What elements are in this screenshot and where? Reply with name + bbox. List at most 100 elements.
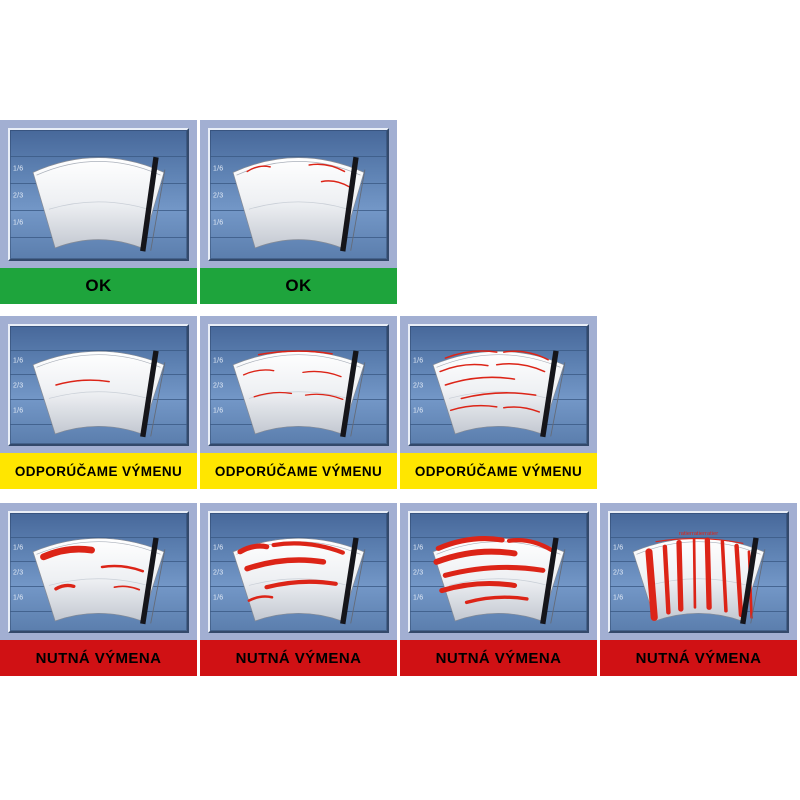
wiper-blade-icon <box>140 537 159 625</box>
windshield-fan-graphic: ratierratierratier <box>632 531 766 625</box>
smear-marks <box>645 537 753 621</box>
sweep-trace-arc <box>448 578 549 586</box>
scale-label: 1/6 <box>613 544 624 552</box>
status-label: NUTNÁ VÝMENA <box>235 649 362 667</box>
status-label: ODPORÚČAME VÝMENU <box>214 463 383 479</box>
scale-label: 1/6 <box>213 594 224 602</box>
scale-label: 1/6 <box>213 544 224 552</box>
grid-line <box>410 349 587 351</box>
scale-label: 1/6 <box>613 594 624 602</box>
scale-label: 1/6 <box>13 407 24 415</box>
wiper-blade-icon <box>140 350 159 438</box>
sweep-trace-arc <box>248 201 349 210</box>
status-label: ODPORÚČAME VÝMENU <box>414 463 583 479</box>
scale-label: 1/6 <box>413 544 424 552</box>
status-label: NUTNÁ VÝMENA <box>35 649 162 667</box>
sweep-trace-arc <box>48 391 149 399</box>
status-label: NUTNÁ VÝMENA <box>435 649 562 667</box>
wiper-blade-icon <box>340 537 359 625</box>
smear-marks <box>433 536 554 605</box>
grid-line <box>210 536 387 538</box>
status-bar-recommend: ODPORÚČAME VÝMENU <box>0 453 197 489</box>
wiper-blade-icon <box>340 350 359 438</box>
windshield-test-screen: 1/6 2/3 1/6 <box>8 128 189 261</box>
wiper-arm-shadow <box>550 362 566 437</box>
windshield-fan-graphic <box>32 350 166 438</box>
scale-label: 2/3 <box>413 382 424 390</box>
status-bar-ok: OK <box>0 268 197 304</box>
wiper-blade-icon <box>540 537 559 625</box>
scale-label: 1/6 <box>13 544 24 552</box>
screen-frame: 1/6 2/3 1/6 ratierratierratier <box>600 503 797 640</box>
scale-label: 2/3 <box>613 569 624 577</box>
windshield-fan-graphic <box>232 156 366 252</box>
scale-label: 1/6 <box>13 357 24 365</box>
scale-label: 1/6 <box>413 594 424 602</box>
grid-line <box>210 349 387 351</box>
status-label: OK <box>85 276 112 295</box>
grid-line <box>210 155 387 157</box>
smear-marks <box>242 350 344 401</box>
scale-label: 1/6 <box>213 357 224 365</box>
sweep-trace-arc <box>48 201 149 210</box>
sweep-top-arc <box>236 354 361 368</box>
scale-label: 2/3 <box>13 382 24 390</box>
scale-label: 1/6 <box>13 165 24 173</box>
wiper-arm-shadow <box>150 169 166 251</box>
status-bar-replace: NUTNÁ VÝMENA <box>200 640 397 676</box>
wiper-blade-icon <box>540 350 559 438</box>
status-bar-replace: NUTNÁ VÝMENA <box>0 640 197 676</box>
row-replace: 1/6 2/3 1/6 NUTNÁ VÝMENA <box>0 503 797 676</box>
windshield-fan-graphic <box>32 156 166 252</box>
windshield-test-screen: 1/6 2/3 1/6 <box>408 511 589 633</box>
scale-label: 2/3 <box>13 192 24 200</box>
wiper-blade-icon <box>140 156 159 252</box>
wiper-panel-replace-3: 1/6 2/3 1/6 NUTNÁ VÝMENA <box>400 503 597 676</box>
scale-label: 2/3 <box>213 382 224 390</box>
wiper-panel-replace-2: 1/6 2/3 1/6 NUTNÁ VÝMENA <box>200 503 397 676</box>
windshield-test-screen: 1/6 2/3 1/6 <box>8 324 189 446</box>
wiper-panel-ok-1: 1/6 2/3 1/6 OK <box>0 120 197 304</box>
wiper-arm-shadow <box>350 362 366 437</box>
smear-marks <box>439 350 549 413</box>
scale-label: 1/6 <box>13 594 24 602</box>
scale-label: 1/6 <box>13 219 24 227</box>
scale-label: 2/3 <box>413 569 424 577</box>
windshield-test-screen: 1/6 2/3 1/6 ratierratierratier <box>608 511 789 633</box>
status-label: OK <box>285 276 312 295</box>
smear-marks <box>237 541 345 602</box>
wiper-panel-replace-4: 1/6 2/3 1/6 ratierratierratier NUTNÁ VÝMEN… <box>600 503 797 676</box>
wiper-panel-recommend-1: 1/6 2/3 1/6 ODPORÚČAME VÝMENU <box>0 316 197 489</box>
row-recommend: 1/6 2/3 1/6 ODPORÚČAME VÝMENU <box>0 316 597 489</box>
grid-line <box>10 155 187 157</box>
sweep-trace-arc <box>48 578 149 586</box>
status-bar-recommend: ODPORÚČAME VÝMENU <box>200 453 397 489</box>
sweep-top-arc <box>36 541 161 555</box>
scale-label: 1/6 <box>413 407 424 415</box>
status-label: ODPORÚČAME VÝMENU <box>14 463 183 479</box>
wiper-blade-icon <box>740 537 759 625</box>
scale-label: 1/6 <box>213 165 224 173</box>
wiper-arm-shadow <box>350 549 366 624</box>
grid-line <box>10 536 187 538</box>
scale-label: 2/3 <box>213 192 224 200</box>
smear-marks <box>55 379 110 386</box>
status-bar-recommend: ODPORÚČAME VÝMENU <box>400 453 597 489</box>
smear-note: ratierratierratier <box>679 531 718 537</box>
sweep-trace-arc <box>448 391 549 399</box>
windshield-fan-graphic <box>232 350 366 438</box>
wiper-blade-icon <box>340 156 359 252</box>
scale-label: 2/3 <box>213 569 224 577</box>
grid-line <box>10 349 187 351</box>
status-label: NUTNÁ VÝMENA <box>635 649 762 667</box>
status-bar-replace: NUTNÁ VÝMENA <box>400 640 597 676</box>
row-ok: 1/6 2/3 1/6 OK 1/6 2/3 1/6 <box>0 120 397 304</box>
